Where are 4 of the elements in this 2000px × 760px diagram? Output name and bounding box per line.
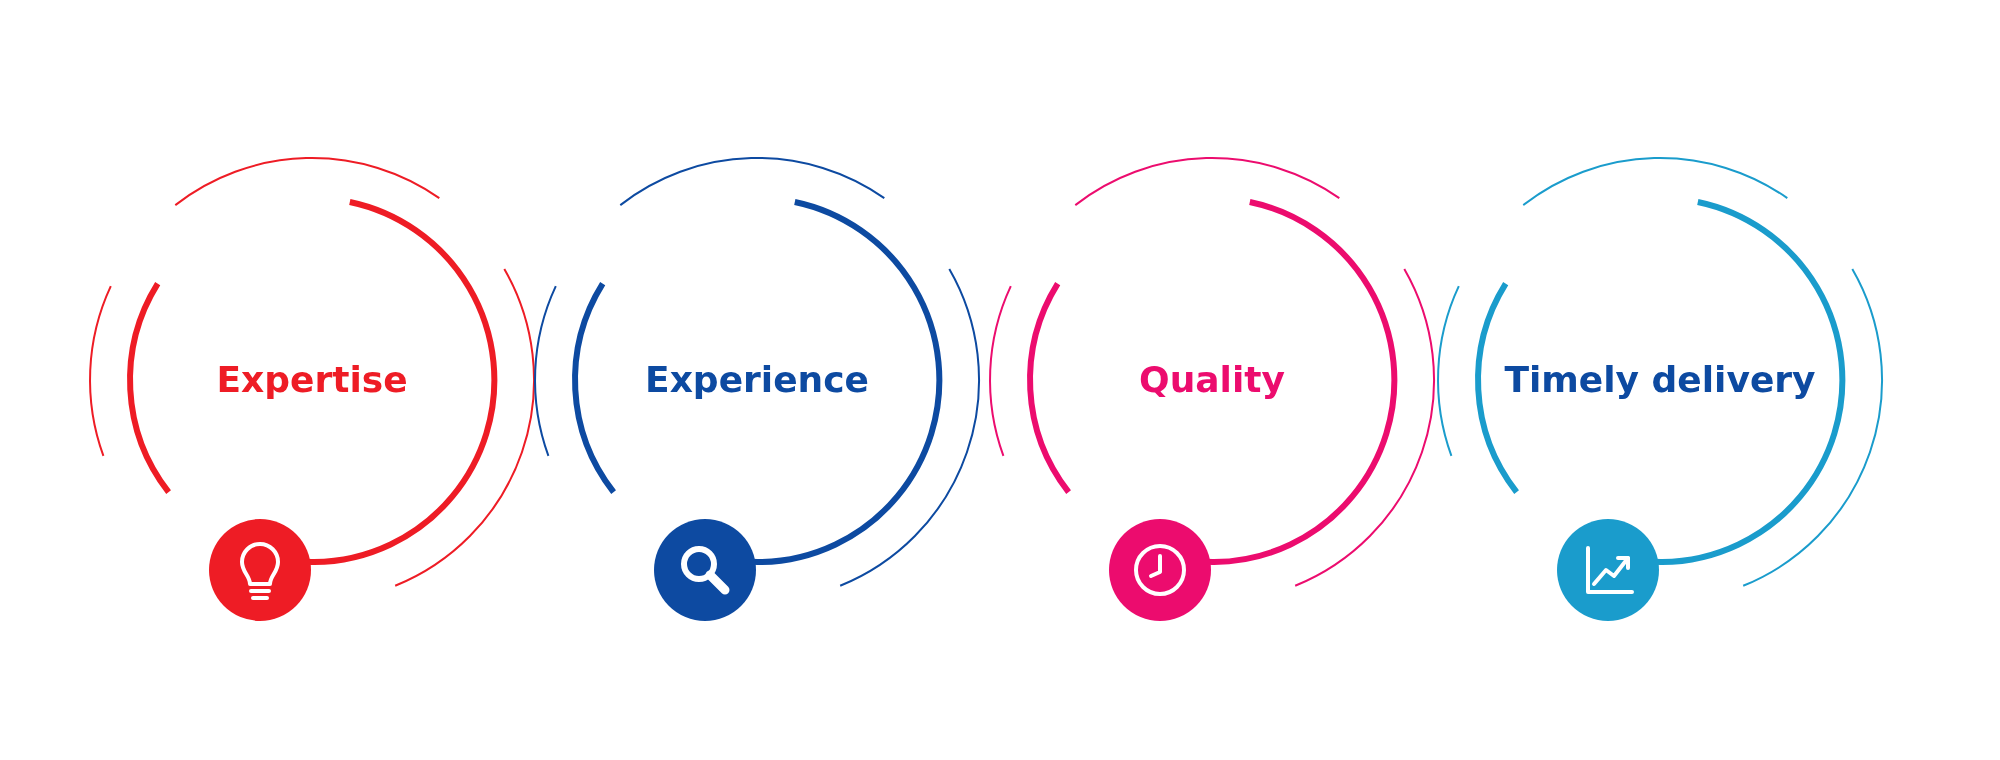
circle-title: Experience (644, 358, 870, 402)
circle-title: Expertise (215, 358, 409, 402)
circle-title: Timely delivery (1503, 358, 1817, 402)
circle-title: Quality (1138, 358, 1286, 402)
